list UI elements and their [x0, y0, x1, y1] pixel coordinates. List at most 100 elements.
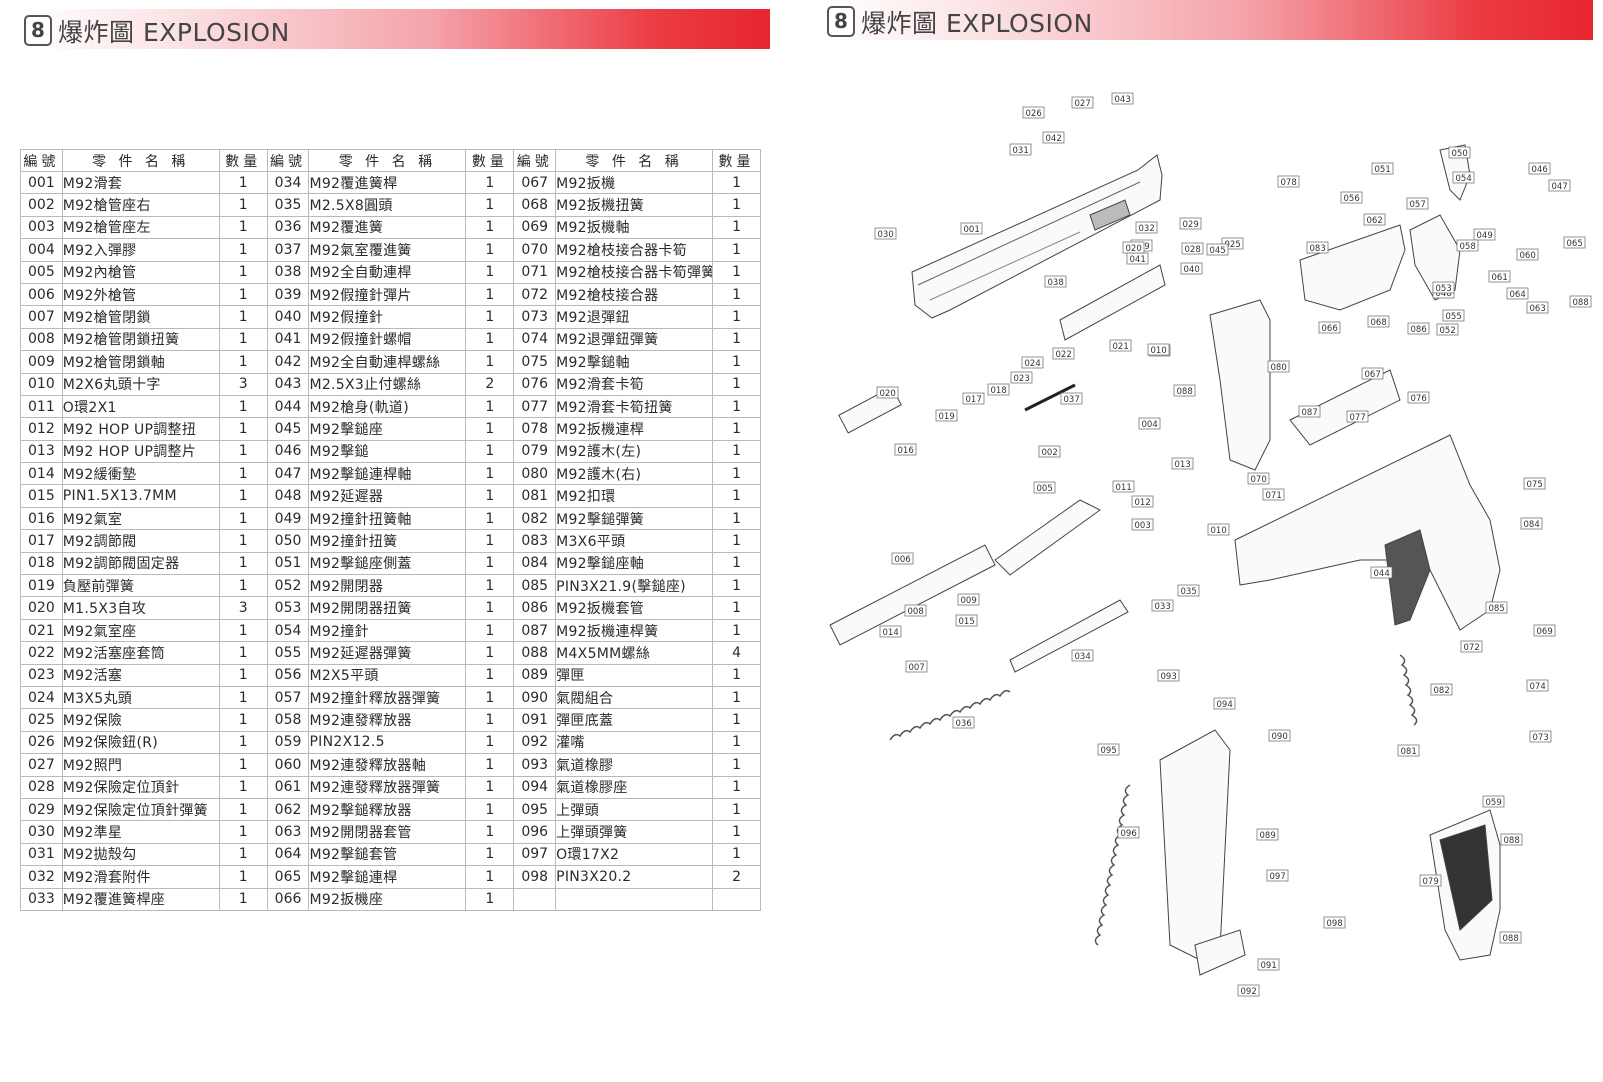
- header-no: 編號: [513, 149, 557, 172]
- part-qty-cell: 1: [465, 484, 515, 508]
- part-name-cell: M92擊鎚座: [308, 417, 467, 441]
- part-number-cell: 052: [266, 574, 310, 598]
- callout-label: 016: [898, 446, 914, 456]
- part-name-cell: M92活塞: [61, 663, 220, 687]
- part-qty-cell: 1: [218, 506, 268, 531]
- callout-label: 041: [1130, 255, 1146, 265]
- part-number-cell: 094: [513, 775, 557, 799]
- callout-label: 057: [1410, 200, 1426, 210]
- callout-label: 085: [1489, 604, 1505, 614]
- callout-label: 024: [1025, 359, 1041, 369]
- callout-box: [1529, 730, 1552, 743]
- callout-box: [1097, 743, 1120, 756]
- part-name-cell: 灌嘴: [555, 730, 714, 755]
- part-qty-cell: 1: [712, 439, 761, 464]
- callout-label: 067: [1365, 370, 1381, 380]
- part-name-cell: M92扣環: [555, 484, 714, 508]
- callout-box: [1346, 410, 1369, 423]
- part-name-cell: M92外槍管: [61, 282, 220, 307]
- callout-box: [1563, 236, 1586, 249]
- part-number-cell: 022: [20, 641, 63, 665]
- part-number-cell: 079: [513, 439, 557, 464]
- callout-label: 053: [1436, 284, 1452, 294]
- part-qty-cell: 1: [465, 282, 515, 307]
- part-name-cell: M92撞針扭簧軸: [308, 506, 467, 531]
- part-name-cell: 上彈頭: [555, 797, 714, 822]
- callout-box: [1247, 472, 1270, 485]
- part-qty-cell: 1: [465, 529, 515, 553]
- part-qty-cell: 1: [218, 775, 268, 799]
- callout-box: [1151, 599, 1174, 612]
- part-qty-cell: 1: [218, 462, 268, 486]
- part-number-cell: 023: [20, 663, 63, 687]
- callout-label: 031: [1013, 146, 1029, 156]
- callout-box: [1267, 360, 1290, 373]
- part-qty-cell: 1: [218, 529, 268, 553]
- part-qty-cell: 1: [712, 215, 761, 240]
- callout-box: [1266, 869, 1289, 882]
- slide-part: [911, 154, 1163, 319]
- part-qty-cell: 1: [218, 170, 268, 195]
- callout-label: 028: [1185, 245, 1201, 255]
- callout-box: [1010, 371, 1033, 384]
- callout-label: 070: [1251, 475, 1267, 485]
- part-name-cell: 氣道橡膠座: [555, 775, 714, 799]
- callout-box: [1111, 92, 1134, 105]
- part-qty-cell: 1: [712, 753, 761, 777]
- part-qty-cell: 1: [712, 484, 761, 508]
- part-number-cell: 055: [266, 641, 310, 665]
- callout-label: 063: [1530, 304, 1546, 314]
- callout-box: [1406, 197, 1429, 210]
- callout-box: [1371, 162, 1394, 175]
- callout-label: 047: [1552, 182, 1568, 192]
- callout-box: [1009, 143, 1032, 156]
- part-name-cell: M92連發釋放器: [308, 708, 467, 732]
- header-name: 零 件 名 稱: [555, 149, 714, 172]
- callout-label: 060: [1520, 251, 1536, 261]
- callout-box: [1407, 391, 1430, 404]
- part-number-cell: 019: [20, 574, 63, 598]
- part-number-cell: 082: [513, 506, 557, 531]
- callout-label: 004: [1142, 420, 1158, 430]
- callout-label: 098: [1327, 919, 1343, 929]
- callout-label: 075: [1527, 480, 1543, 490]
- callout-labels: 0010020030040050060070080090100110120130…: [874, 92, 1592, 997]
- callout-box: [1323, 916, 1346, 929]
- part-number-cell: 066: [266, 887, 310, 911]
- part-qty-cell: 1: [712, 372, 761, 396]
- callout-box: [1181, 242, 1204, 255]
- part-name-cell: M92照門: [61, 753, 220, 777]
- part-qty-cell: 1: [218, 797, 268, 822]
- callout-box: [876, 386, 899, 399]
- callout-label: 069: [1537, 627, 1553, 637]
- part-qty-cell: 1: [218, 663, 268, 687]
- part-qty-cell: 1: [465, 439, 515, 464]
- callout-label: 050: [1452, 149, 1468, 159]
- part-name-cell: PIN3X20.2: [555, 865, 714, 889]
- part-qty-cell: 1: [712, 685, 761, 710]
- part-number-cell: 063: [266, 820, 310, 844]
- part-name-cell: M2.5X8圓頭: [308, 193, 467, 217]
- callout-label: 030: [878, 230, 894, 240]
- callout-box: [1506, 287, 1529, 300]
- part-number-cell: 007: [20, 305, 63, 329]
- callout-box: [1180, 262, 1203, 275]
- callout-label: 001: [964, 225, 980, 235]
- part-qty-cell: 1: [465, 417, 515, 441]
- part-name-cell: 負壓前彈簧: [61, 574, 220, 598]
- part-name-cell: M92擊鎚座側蓋: [308, 551, 467, 576]
- callout-box: [1213, 697, 1236, 710]
- part-number-cell: 062: [266, 797, 310, 822]
- part-name-cell: M92槍枝接合器: [555, 282, 714, 307]
- part-name-cell: M92槍身(軌道): [308, 394, 467, 419]
- callout-label: 058: [1460, 242, 1476, 252]
- part-number-cell: 092: [513, 730, 557, 755]
- callout-label: 009: [961, 596, 977, 606]
- part-qty-cell: 1: [712, 596, 761, 620]
- part-number-cell: 086: [513, 596, 557, 620]
- part-number-cell: 059: [266, 730, 310, 755]
